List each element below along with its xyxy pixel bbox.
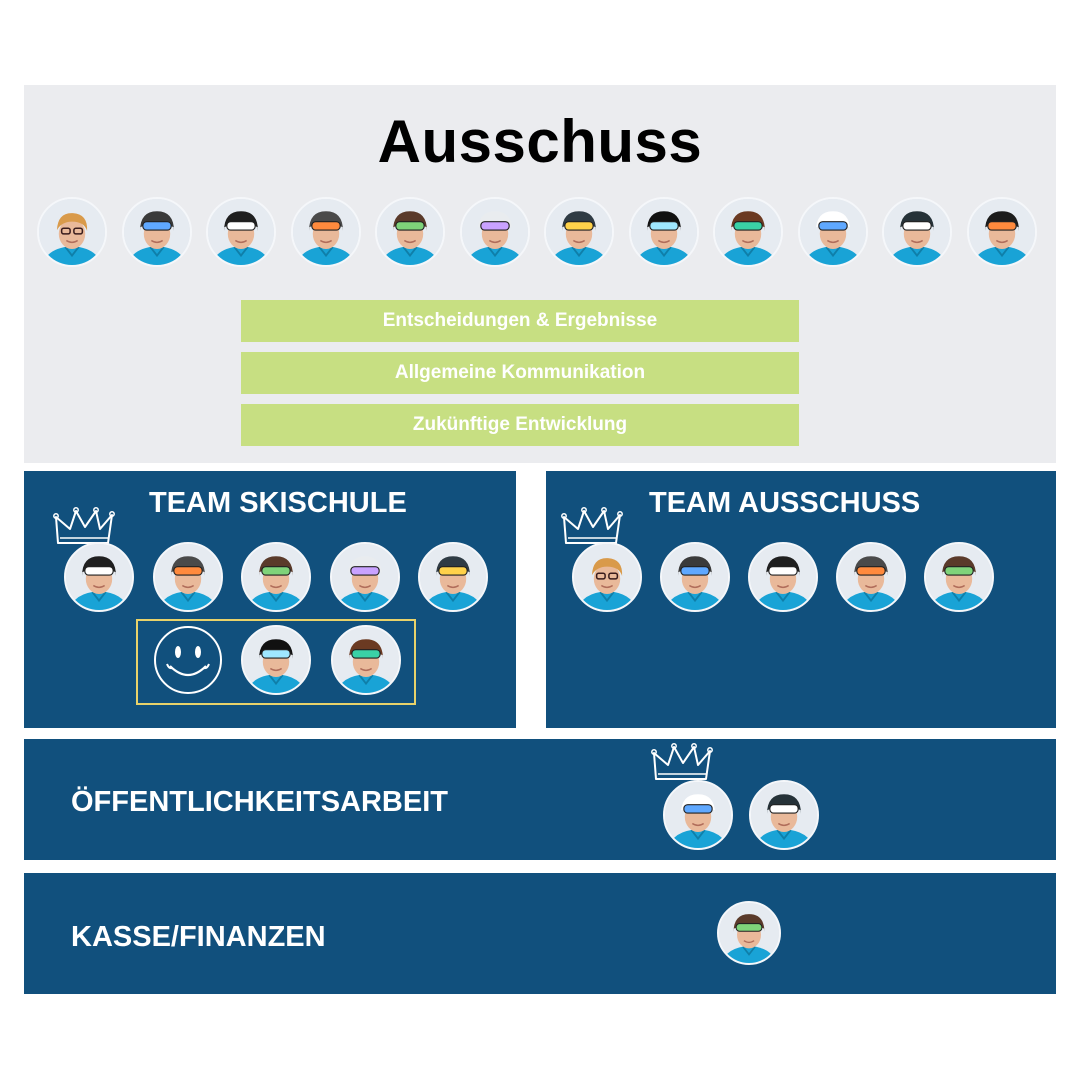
avatar <box>418 542 488 612</box>
avatar <box>628 197 699 267</box>
avatar <box>331 625 401 695</box>
ausschuss-panel: Ausschuss Entscheidungen & Ergebnisse Al… <box>24 85 1056 463</box>
avatar <box>966 197 1037 267</box>
crown-icon <box>650 743 714 785</box>
avatar <box>64 542 134 612</box>
crown-icon <box>52 507 116 549</box>
avatar <box>924 542 994 612</box>
avatar <box>572 542 642 612</box>
avatar <box>713 197 783 267</box>
team-skischule-panel: TEAM SKISCHULE <box>24 471 516 728</box>
kasse-title: KASSE/FINANZEN <box>71 921 326 953</box>
avatar <box>797 197 868 267</box>
avatar <box>459 197 530 267</box>
avatar <box>152 542 223 612</box>
oeffentlichkeitsarbeit-panel: ÖFFENTLICHKEITSARBEIT <box>24 739 1056 860</box>
avatar <box>290 197 361 267</box>
kasse-panel: KASSE/FINANZEN <box>24 873 1056 994</box>
avatar <box>836 542 906 612</box>
smiley-icon <box>152 624 224 696</box>
avatar <box>663 780 733 850</box>
team-skischule-title: TEAM SKISCHULE <box>149 487 407 519</box>
avatar <box>37 197 107 267</box>
avatar <box>544 197 614 267</box>
topic-development: Zukünftige Entwicklung <box>241 404 799 446</box>
avatar <box>660 542 730 612</box>
avatar <box>206 197 276 267</box>
avatar <box>375 197 445 267</box>
topic-communication: Allgemeine Kommunikation <box>241 352 799 394</box>
avatar <box>121 197 192 267</box>
avatar <box>329 542 400 612</box>
team-ausschuss-title: TEAM AUSSCHUSS <box>649 487 921 519</box>
new-members-box <box>136 619 416 705</box>
oeffentlichkeitsarbeit-title: ÖFFENTLICHKEITSARBEIT <box>71 786 448 818</box>
avatar <box>882 197 952 267</box>
avatar <box>749 780 819 850</box>
ausschuss-title: Ausschuss <box>377 108 703 175</box>
crown-icon <box>560 507 624 549</box>
avatar <box>241 625 311 695</box>
avatar <box>748 542 818 612</box>
team-ausschuss-panel: TEAM AUSSCHUSS <box>546 471 1056 728</box>
topic-decisions: Entscheidungen & Ergebnisse <box>241 300 799 342</box>
avatar <box>717 901 781 965</box>
avatar <box>241 542 311 612</box>
